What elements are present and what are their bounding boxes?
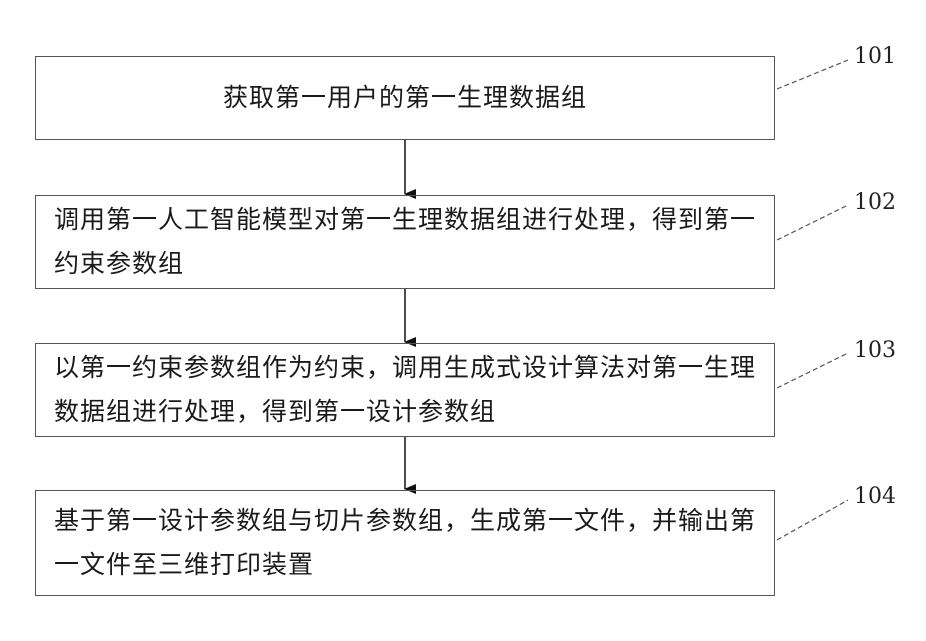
step-number-104: 104 xyxy=(854,484,896,509)
leader-line-104 xyxy=(777,500,848,540)
step-box-102: 调用第一人工智能模型对第一生理数据组进行处理，得到第一约束参数组 xyxy=(35,195,775,289)
step-text-102: 调用第一人工智能模型对第一生理数据组进行处理，得到第一约束参数组 xyxy=(54,198,756,286)
step-text-104: 基于第一设计参数组与切片参数组，生成第一文件，并输出第一文件至三维打印装置 xyxy=(54,499,756,587)
step-text-103: 以第一约束参数组作为约束，调用生成式设计算法对第一生理数据组进行处理，得到第一设… xyxy=(54,346,756,434)
step-box-101: 获取第一用户的第一生理数据组 xyxy=(35,56,775,140)
step-number-102: 102 xyxy=(854,190,896,215)
leader-line-103 xyxy=(777,353,848,388)
leader-line-102 xyxy=(777,205,848,240)
step-box-104: 基于第一设计参数组与切片参数组，生成第一文件，并输出第一文件至三维打印装置 xyxy=(35,490,775,596)
leader-line-101 xyxy=(777,60,848,89)
step-box-103: 以第一约束参数组作为约束，调用生成式设计算法对第一生理数据组进行处理，得到第一设… xyxy=(35,343,775,437)
step-number-103: 103 xyxy=(854,338,896,363)
step-text-101: 获取第一用户的第一生理数据组 xyxy=(223,76,587,120)
step-number-101: 101 xyxy=(854,44,896,69)
